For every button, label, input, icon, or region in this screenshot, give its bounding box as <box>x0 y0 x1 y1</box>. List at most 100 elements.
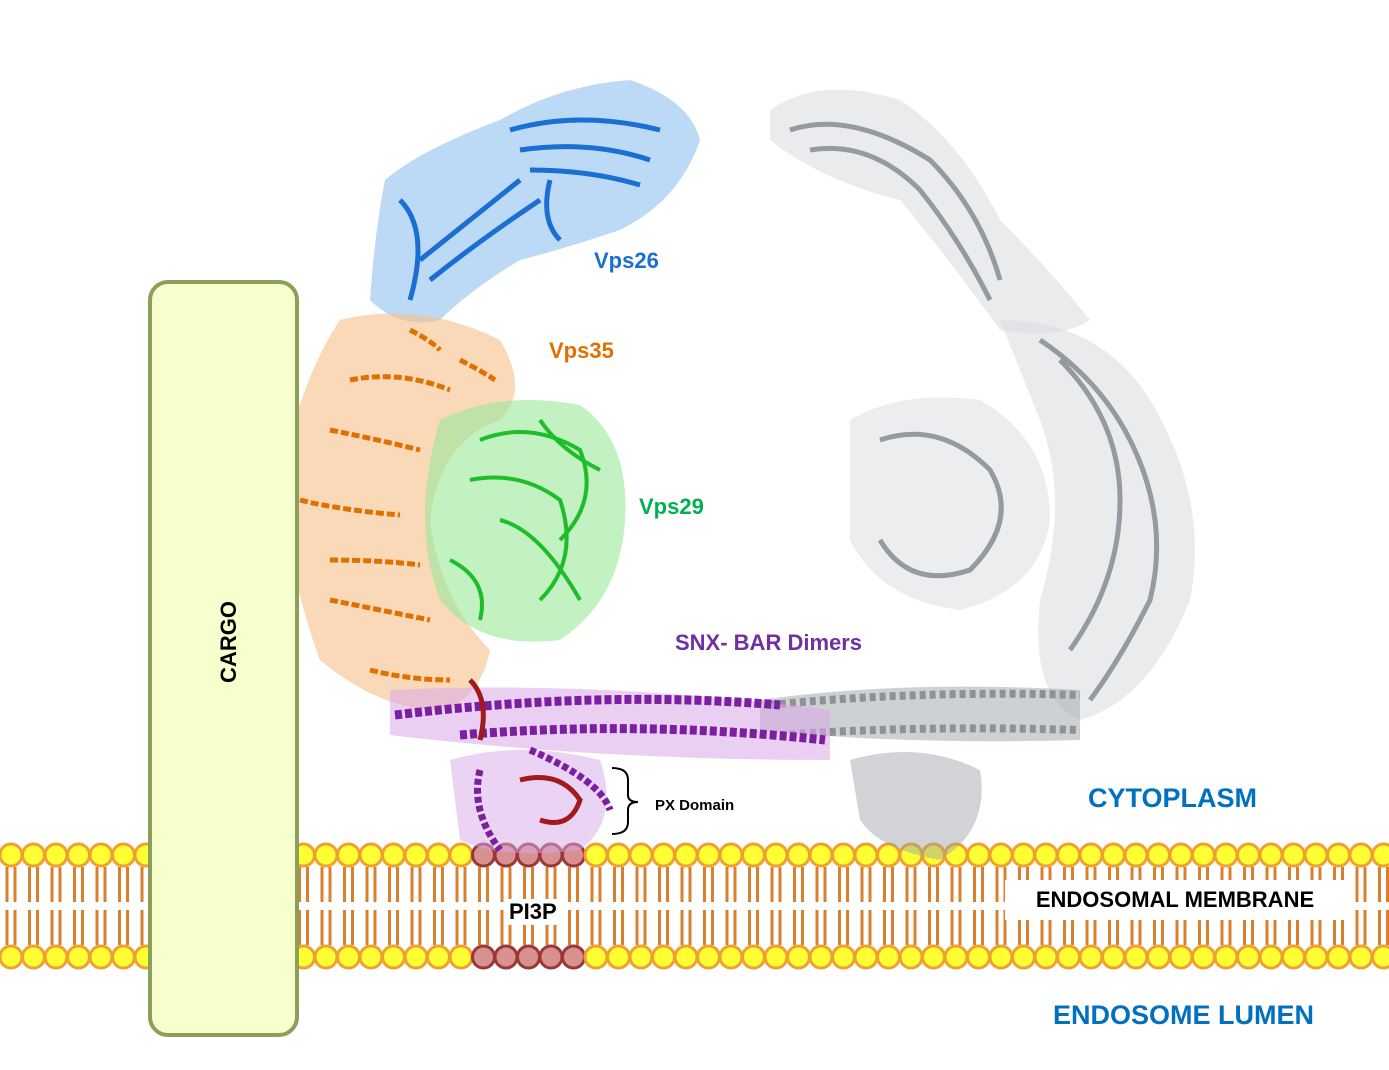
lipid-head <box>0 944 24 970</box>
pi3p-lipid-head <box>538 944 564 970</box>
lipid-head <box>808 944 834 970</box>
lipid-head <box>1146 842 1171 868</box>
lipid-head <box>88 944 114 970</box>
lipid-head <box>1371 944 1389 970</box>
lipid-head <box>741 842 766 868</box>
pi3p-lipid-head <box>493 944 519 970</box>
lipid-head <box>336 842 361 868</box>
px-domain-bracket <box>611 767 639 835</box>
lipid-head <box>628 842 654 868</box>
mirror-retromer-complex <box>760 89 1195 860</box>
lipid-head <box>111 842 136 868</box>
lipid-head <box>88 842 114 868</box>
lipid-head <box>876 944 901 970</box>
lipid-head <box>988 944 1014 970</box>
lipid-head <box>1033 842 1059 868</box>
lipid-head <box>966 944 991 970</box>
lipid-head <box>718 944 744 970</box>
mirror-vps35-surface <box>1000 320 1195 720</box>
lipid-head <box>403 944 429 970</box>
lipid-head <box>718 842 744 868</box>
pi3p-lipid-head <box>516 944 541 970</box>
lipid-head <box>1348 842 1374 868</box>
lipid-head <box>583 944 609 970</box>
lipid-head <box>426 944 451 970</box>
vps29-label: Vps29 <box>639 494 704 519</box>
lipid-head <box>1146 944 1171 970</box>
lipid-head <box>651 842 676 868</box>
lipid-head <box>786 842 811 868</box>
lipid-head <box>628 944 654 970</box>
lipid-head <box>763 944 789 970</box>
lipid-head <box>313 842 339 868</box>
lipid-head <box>313 944 339 970</box>
lipid-head <box>1123 944 1149 970</box>
lipid-head <box>808 842 834 868</box>
lipid-head <box>43 944 69 970</box>
lipid-head <box>651 944 676 970</box>
lipid-head <box>943 944 969 970</box>
lipid-head <box>1056 842 1081 868</box>
mirror-vps29-surface <box>850 397 1050 610</box>
lipid-head <box>786 944 811 970</box>
mirror-px-domain <box>850 752 982 860</box>
lipid-head <box>66 944 91 970</box>
lipid-head <box>1168 842 1194 868</box>
lipid-head <box>1371 842 1389 868</box>
lipid-head <box>921 944 946 970</box>
lipid-head <box>898 944 924 970</box>
pi3p-lipid-head <box>471 944 496 970</box>
pi3p-label: PI3P <box>507 899 559 925</box>
lipid-head <box>1303 944 1329 970</box>
lipid-head <box>1011 842 1036 868</box>
lipid-head <box>966 842 991 868</box>
lipid-head <box>853 842 879 868</box>
px-domain-label: PX Domain <box>655 797 735 814</box>
lipid-head <box>336 944 361 970</box>
lipid-head <box>66 842 91 868</box>
lipid-head <box>381 944 406 970</box>
vps35-label: Vps35 <box>549 338 614 363</box>
lipid-head <box>696 944 721 970</box>
lipid-head <box>831 842 856 868</box>
lumen-label: ENDOSOME LUMEN <box>1053 1000 1315 1030</box>
cargo-protein <box>148 280 299 1037</box>
lipid-head <box>606 944 631 970</box>
lipid-head <box>43 842 69 868</box>
vps29-structure <box>425 400 626 642</box>
lipid-head <box>403 842 429 868</box>
lipid-head <box>1281 944 1306 970</box>
lipid-head <box>1191 842 1216 868</box>
lipid-head <box>1033 944 1059 970</box>
lipid-head <box>1191 944 1216 970</box>
lipid-head <box>448 842 474 868</box>
lipid-head <box>1213 944 1239 970</box>
lipid-head <box>831 944 856 970</box>
snx-bar-label: SNX- BAR Dimers <box>675 630 863 655</box>
lipid-head <box>1078 842 1104 868</box>
pi3p-lipid-head <box>561 944 586 970</box>
cytoplasm-label: CYTOPLASM <box>1088 783 1258 813</box>
lipid-head <box>358 842 384 868</box>
lipid-head <box>673 842 699 868</box>
lipid-head <box>1101 842 1126 868</box>
lipid-head <box>741 944 766 970</box>
lipid-head <box>358 944 384 970</box>
vps26-label: Vps26 <box>594 248 659 273</box>
lipid-head <box>1011 944 1036 970</box>
lipid-head <box>763 842 789 868</box>
lipid-head <box>1056 944 1081 970</box>
lipid-head <box>606 842 631 868</box>
lipid-head <box>381 842 406 868</box>
lipid-head <box>1101 944 1126 970</box>
lipid-head <box>1258 944 1284 970</box>
px-domain-structure <box>468 678 583 825</box>
lipid-head <box>21 842 46 868</box>
snx-bar-structure <box>390 678 830 854</box>
lipid-head <box>1326 842 1351 868</box>
lipid-head <box>1303 842 1329 868</box>
lipid-head <box>1213 842 1239 868</box>
lipid-head <box>111 944 136 970</box>
lipid-head <box>1326 944 1351 970</box>
lipid-head <box>583 842 609 868</box>
